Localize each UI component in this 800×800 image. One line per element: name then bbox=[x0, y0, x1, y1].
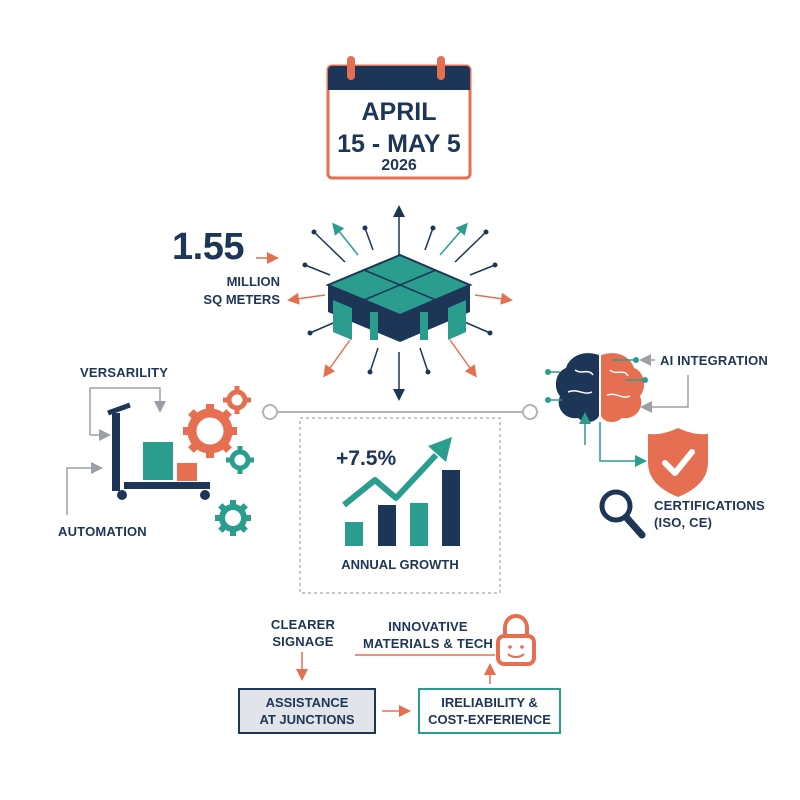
area-unit-line2: SQ METERS bbox=[203, 292, 280, 307]
assistance-box: ASSISTANCE AT JUNCTIONS bbox=[238, 688, 376, 734]
connector-line bbox=[262, 404, 538, 420]
warehouse-icon bbox=[287, 205, 513, 401]
brain-connectors bbox=[579, 412, 647, 467]
automation-connector bbox=[66, 462, 103, 515]
versatility-connector bbox=[89, 387, 166, 441]
reliability-box: IRELIABILITY & COST-EXFERIENCE bbox=[418, 688, 561, 734]
area-unit: MILLION SQ METERS bbox=[150, 273, 280, 309]
assistance-line1: ASSISTANCE bbox=[265, 695, 349, 710]
area-value: 1.55 bbox=[172, 226, 244, 268]
calendar-year: 2026 bbox=[381, 157, 417, 174]
gear-icon bbox=[183, 386, 254, 536]
innovative-line1: INNOVATIVE bbox=[388, 619, 468, 634]
growth-label: ANNUAL GROWTH bbox=[341, 557, 459, 572]
calendar-date-range: APRIL 15 - MAY 5 bbox=[330, 96, 468, 160]
ai-integration-label: AI INTEGRATION bbox=[660, 353, 768, 368]
magnifier-icon bbox=[599, 489, 646, 539]
calendar-date-line2: 15 - MAY 5 bbox=[337, 130, 461, 158]
assistance-line2: AT JUNCTIONS bbox=[259, 712, 355, 727]
innovative-label: INNOVATIVE MATERIALS & TECH bbox=[362, 618, 494, 652]
signage-line2: SIGNAGE bbox=[272, 634, 334, 649]
padlock-icon bbox=[496, 614, 536, 666]
calendar-date-line1: APRIL bbox=[361, 98, 437, 126]
certifications-label: CERTIFICATIONS (ISO, CE) bbox=[654, 497, 765, 531]
flow-arrows bbox=[296, 652, 496, 717]
signage-line1: CLEARER bbox=[270, 617, 336, 632]
growth-value: +7.5% bbox=[336, 447, 397, 470]
reliability-line1: IRELIABILITY & bbox=[441, 695, 538, 710]
ai-connector bbox=[640, 375, 689, 413]
shield-check-icon bbox=[648, 428, 708, 497]
area-unit-line1: MILLION bbox=[226, 274, 280, 289]
innovative-line2: MATERIALS & TECH bbox=[362, 636, 494, 651]
calendar-icon bbox=[326, 56, 472, 180]
growth-chart-icon bbox=[342, 437, 460, 546]
brain-icon bbox=[545, 353, 648, 423]
growth-frame bbox=[299, 417, 501, 594]
pallet-truck-icon bbox=[107, 402, 210, 500]
reliability-line2: COST-EXFERIENCE bbox=[428, 712, 551, 727]
certifications-line1: CERTIFICATIONS bbox=[654, 498, 765, 513]
automation-label: AUTOMATION bbox=[58, 524, 147, 539]
certifications-line2: (ISO, CE) bbox=[654, 515, 713, 530]
versatility-label: VERSARILITY bbox=[80, 365, 169, 380]
signage-label: CLEARER SIGNAGE bbox=[262, 616, 344, 650]
